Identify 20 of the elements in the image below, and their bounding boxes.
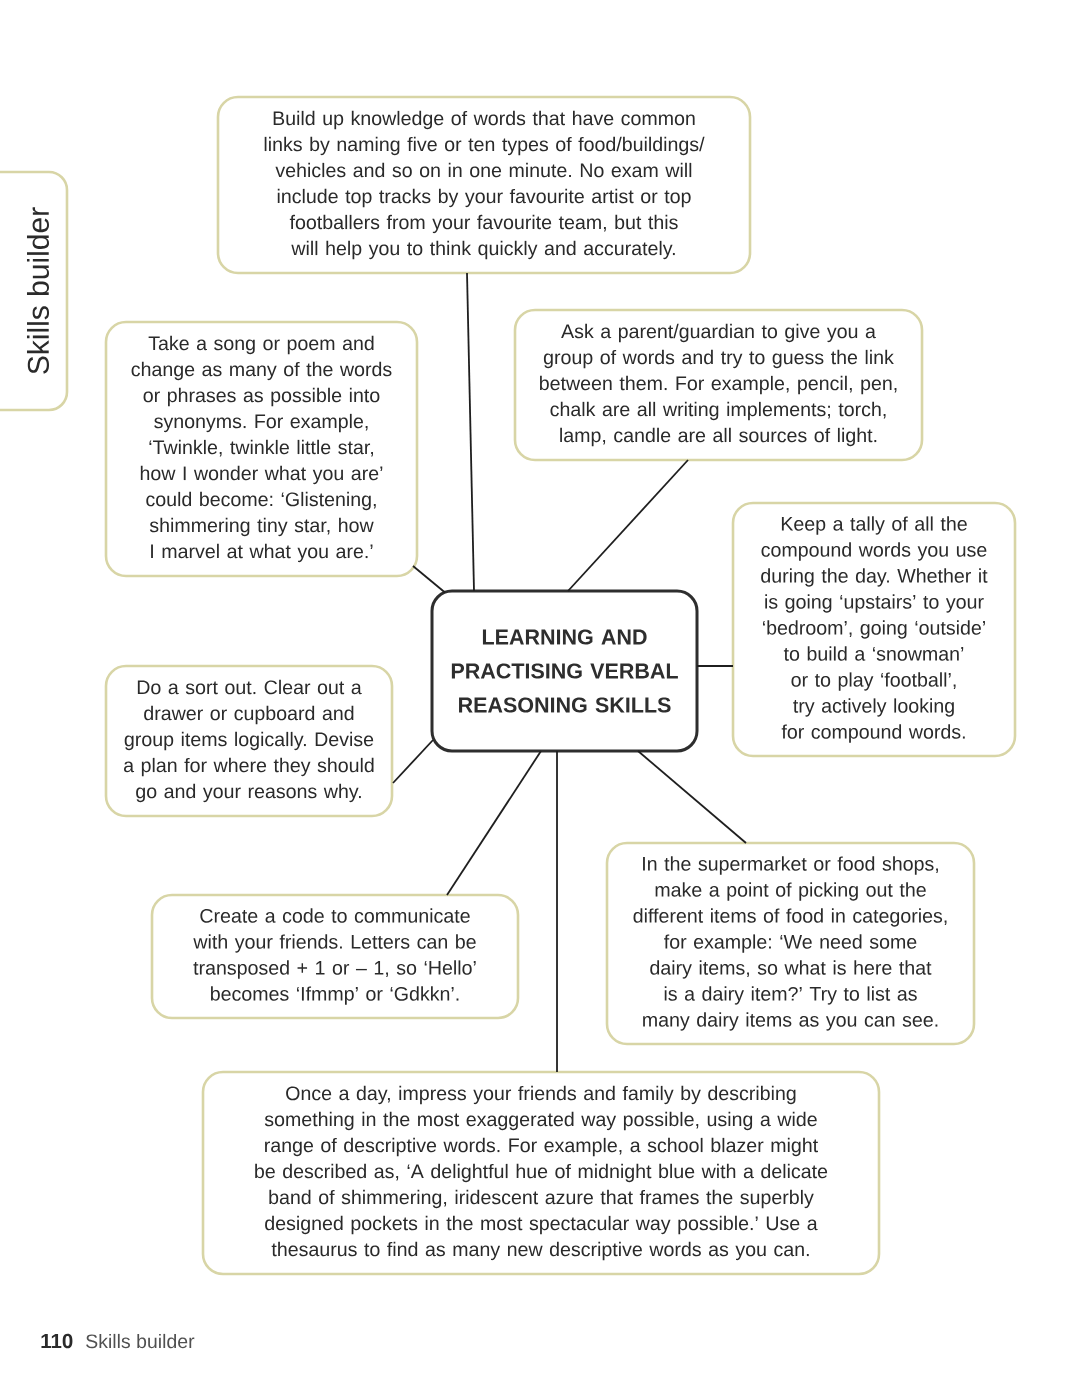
tip-box: Once a day, impress your friends and family by describing something in the most exaggerated way possible, using a wide range of descriptive words. For example, a school blazer might be described as, ‘A delightful hue of midnight blue with a delicate band of shimmering, iridescent azure that frames the superbly designed pockets in the most spectacular way possible.’ Use a thesaurus to find as many new descriptive words as you can. — [201, 1070, 881, 1276]
connector-line — [696, 665, 734, 667]
tip-box: Create a code to communicate with your friends. Letters can be transposed + 1 or – 1, so ‘Hello’ becomes ‘Ifmmp’ or ‘Gdkkn’. — [150, 893, 520, 1020]
footer-text: Skills builder — [86, 1333, 195, 1349]
topic-box: LEARNING AND PRACTISING VERBAL REASONING SKILLS — [430, 589, 699, 753]
connector-line — [466, 272, 475, 592]
connector-line — [556, 750, 558, 1073]
connector-line — [567, 459, 689, 592]
side-tab: Skills builder — [0, 170, 69, 412]
connector-line — [446, 750, 542, 896]
connector-line — [637, 750, 747, 844]
tip-box: In the supermarket or food shops, make a point of picking out the different items of food in categories, for example: ‘We need some dairy items, so what is here that is a dairy item?’ Try to list as many dairy items as you can see. — [605, 841, 976, 1046]
connector-line — [392, 739, 434, 784]
tip-box: Keep a tally of all the compound words you use during the day. Whether it is going ‘upstairs’ to your ‘bedroom’, going ‘outside’ to build a ‘snowman’ or to play ‘football’, try actively looking for compound words. — [731, 501, 1017, 758]
tip-box: Take a song or poem and change as many of the words or phrases as possible into synonyms. For example, ‘Twinkle, twinkle little star, how I wonder what you are’ could become: ‘Glistening, shimmering tiny star, how I marvel at what you are.’ — [104, 320, 419, 578]
connector-line — [412, 565, 446, 594]
tip-box: Ask a parent/guardian to give you a group of words and try to guess the link between them. For example, pencil, pen, chalk are all writing implements; torch, lamp, candle are all sources of light. — [513, 308, 924, 462]
tip-box: Build up knowledge of words that have common links by naming five or ten types of food/buildings/ vehicles and so on in one minute. No exam will include top tracks by your favourite artist or top footballers from your favourite team, but this will help you to think quickly and accurately. — [216, 95, 752, 275]
tip-box: Do a sort out. Clear out a drawer or cupboard and group items logically. Devise a plan for where they should go and your reasons why. — [104, 664, 394, 818]
page-number: 110 — [41, 1333, 73, 1349]
